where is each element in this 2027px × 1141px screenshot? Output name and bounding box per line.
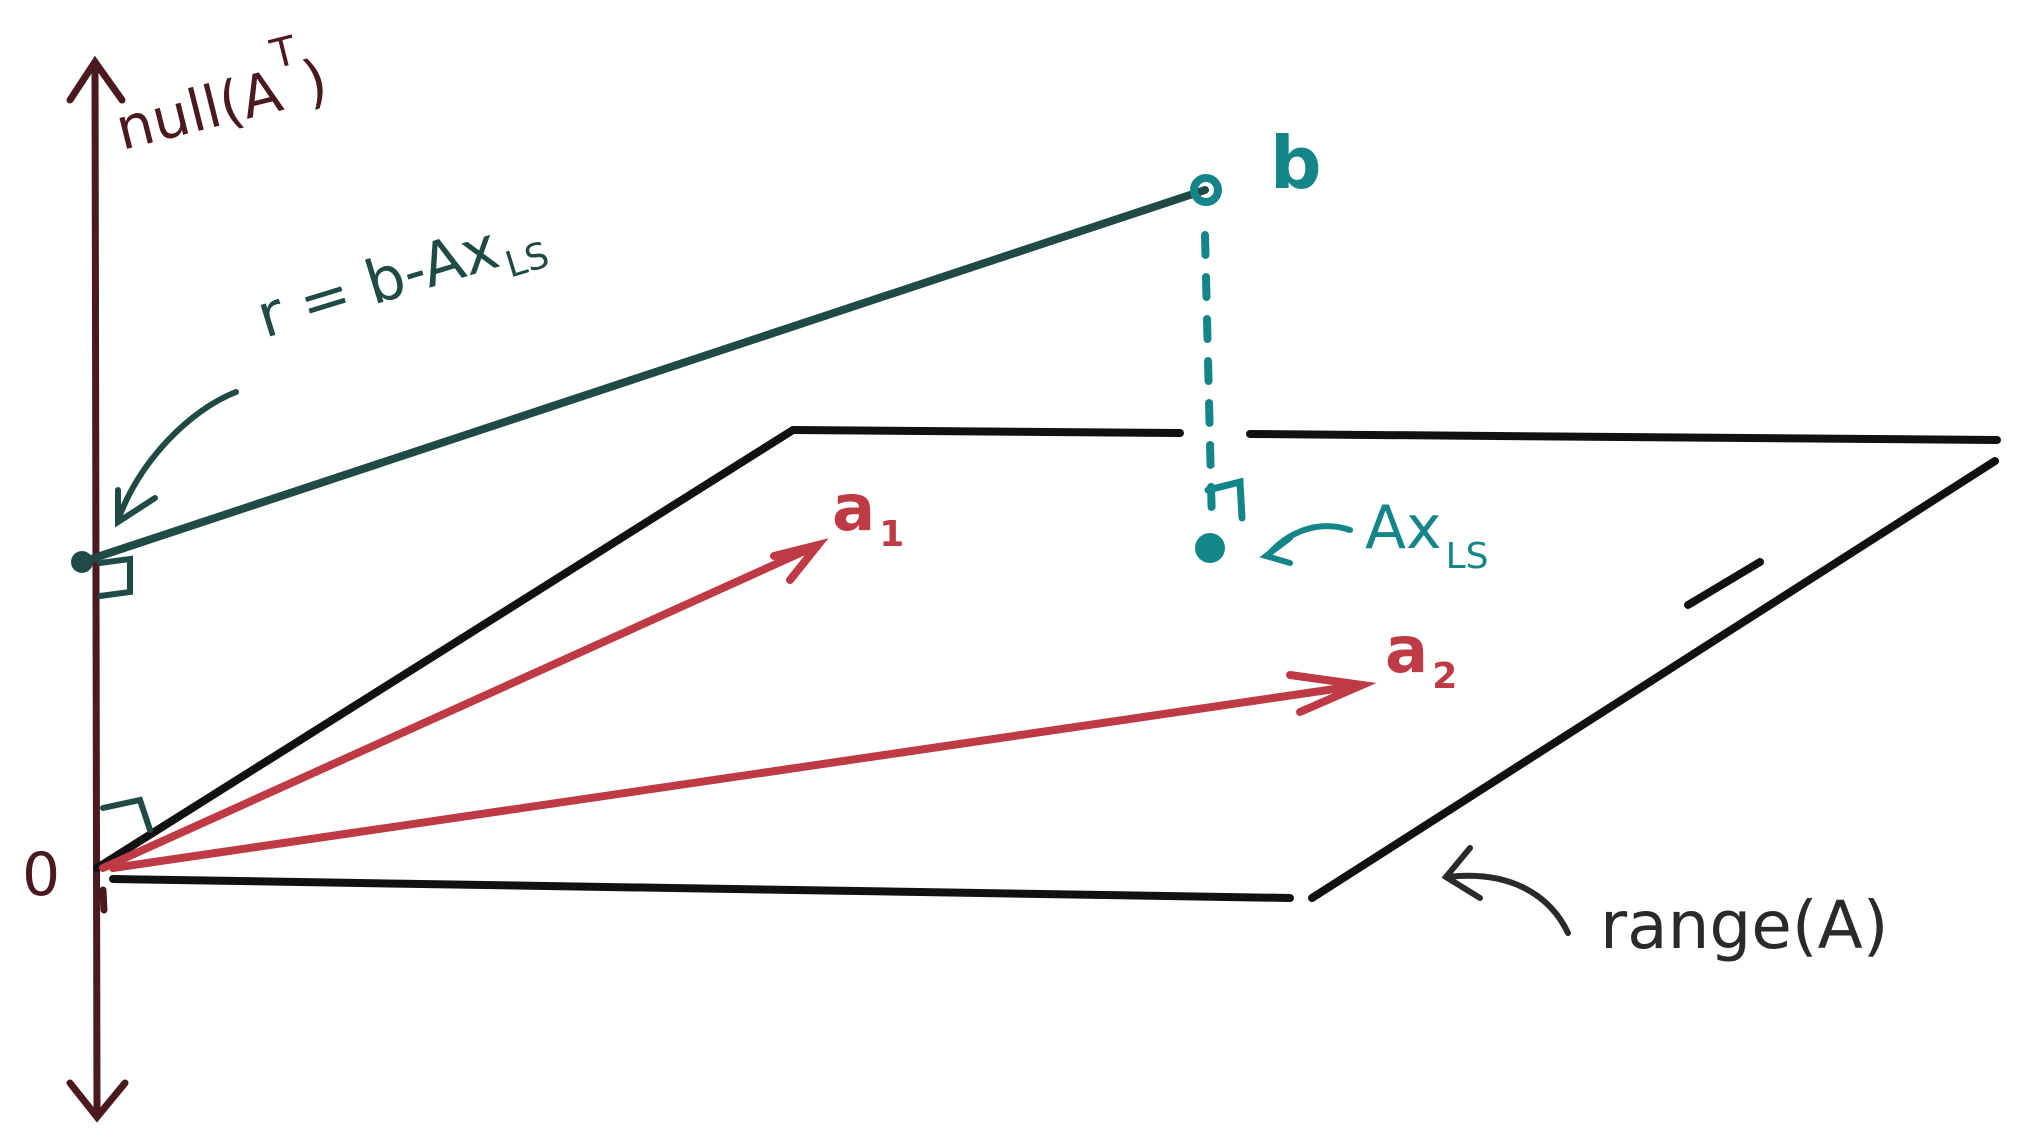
a2-vector xyxy=(109,681,1366,872)
projection-pointer-head xyxy=(1259,535,1293,566)
right-angle-marks xyxy=(97,555,153,833)
a1-vector xyxy=(99,541,822,872)
plane-pointer-arrow xyxy=(1445,872,1571,936)
residual-label: r = b-AxLS xyxy=(249,199,554,360)
projection-dashed-line xyxy=(1201,231,1216,529)
residual-vector xyxy=(71,186,1209,573)
annotation-arrows xyxy=(115,389,1571,936)
projection-right-angle xyxy=(1204,477,1246,522)
projection-pointer-arrow xyxy=(1265,523,1353,558)
range-plane xyxy=(93,426,2001,902)
b-projection xyxy=(1190,174,1246,563)
null-space-label: null(AT) xyxy=(103,22,334,163)
b-point xyxy=(1190,174,1222,206)
origin-label: 0 xyxy=(22,840,60,910)
residual-point xyxy=(71,551,93,573)
plane-pointer-head xyxy=(1441,845,1483,901)
a1-arrowhead xyxy=(770,538,829,584)
column-vectors xyxy=(99,538,1377,872)
a2-arrowhead xyxy=(1286,671,1377,716)
range-label: range(A) xyxy=(1600,887,1889,964)
b-label: b xyxy=(1270,121,1322,205)
residual-pointer-head xyxy=(115,487,158,528)
projection-point xyxy=(1195,533,1225,563)
null-space-axis xyxy=(66,55,129,1123)
residual-pointer-arrow xyxy=(115,389,239,523)
